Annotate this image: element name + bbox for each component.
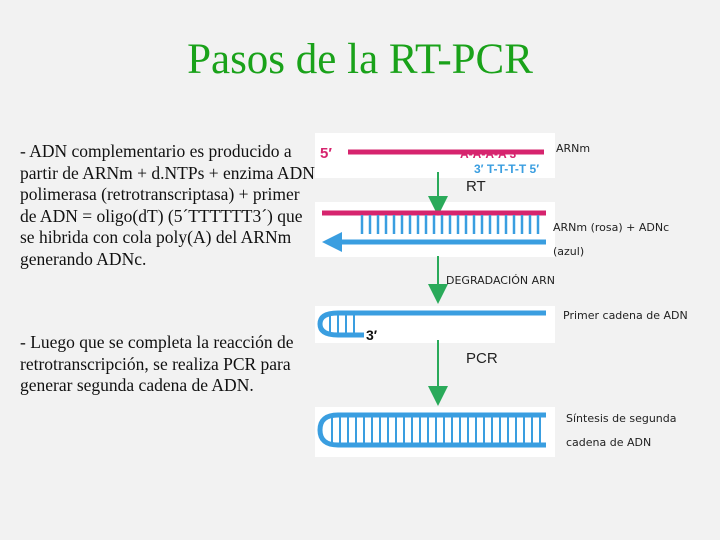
oligo-dt-primer-label: 3′ T-T-T-T 5′	[474, 162, 539, 176]
label-pcr: PCR	[466, 350, 498, 367]
label-arnm-adnc: ARNm (rosa) + ADNc	[553, 221, 670, 234]
label-azul: (azul)	[553, 245, 585, 258]
paragraph-pcr: - Luego que se completa la reacción de r…	[20, 332, 294, 396]
label-cadena: cadena de ADN	[566, 436, 652, 449]
five-prime-label: 5′	[320, 145, 332, 162]
page-title: Pasos de la RT-PCR	[187, 36, 533, 83]
label-arnm: ARNm	[556, 142, 591, 155]
cdna-direction-arrowhead	[322, 232, 342, 252]
three-prime-label: 3′	[366, 327, 378, 343]
hairpin-rungs	[329, 315, 355, 333]
double-strand-rungs	[331, 417, 541, 443]
label-rt: RT	[466, 178, 486, 195]
paragraph-adnc: - ADN complementario es producido a part…	[20, 141, 315, 269]
hybrid-rungs	[360, 215, 540, 234]
label-sintesis: Síntesis de segunda	[566, 412, 677, 425]
first-cdna-hairpin	[317, 310, 546, 338]
polya-tail-label: A-A-A-A 3′	[460, 147, 519, 161]
label-degradacion: DEGRADACIÓN ARN	[446, 274, 555, 287]
label-primer-cadena: Primer cadena de ADN	[563, 309, 688, 322]
panel-strand-1	[315, 133, 555, 178]
second-strand-hairpin	[317, 412, 546, 448]
